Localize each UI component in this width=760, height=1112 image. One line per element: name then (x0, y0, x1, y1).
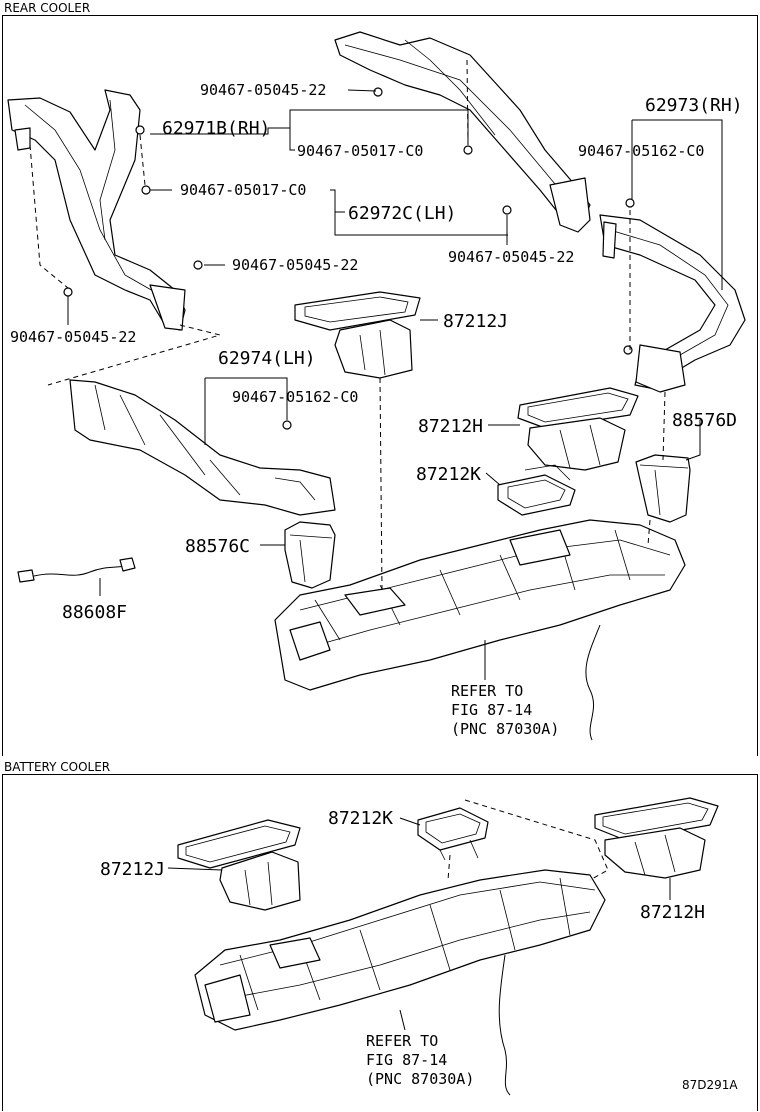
refer-top-line3: (PNC 87030A) (451, 720, 559, 738)
callout-bolt-90467-05045-22-top: 90467-05045-22 (200, 81, 326, 99)
alignment-lines-battery (447, 799, 609, 881)
callout-87212k-top: 87212K (416, 464, 481, 485)
part-87212h-bottom (594, 797, 719, 879)
part-87212j-top (294, 291, 421, 379)
leader-lines-rear (67, 89, 723, 680)
duct-62971b-rh (334, 31, 591, 233)
section-frame-battery-cooler (2, 774, 758, 1111)
callout-87212h-top: 87212H (418, 416, 483, 437)
callout-87212j-top: 87212J (443, 311, 508, 332)
callout-87212k-bottom: 87212K (328, 808, 393, 829)
refer-bottom-line1: REFER TO (366, 1032, 438, 1050)
section-label-battery-cooler: BATTERY COOLER (4, 760, 111, 774)
duct-62973-rh (599, 214, 746, 393)
part-87212j-bottom (177, 819, 301, 911)
part-88608f-wire (17, 557, 136, 583)
callout-88576d: 88576D (672, 410, 737, 431)
battery-cooler-unit-assembly (194, 869, 606, 1096)
duct-62974-lh (69, 379, 336, 516)
duct-62972c-lh (7, 89, 186, 331)
callout-62974-lh: 62974(LH) (218, 348, 316, 369)
alignment-lines-rear (29, 59, 666, 591)
part-88576c (284, 521, 336, 589)
callout-62973-rh: 62973(RH) (645, 95, 743, 116)
leader-lines-battery (167, 817, 671, 1031)
callout-87212h-bottom: 87212H (640, 902, 705, 923)
callout-88608f: 88608F (62, 602, 127, 623)
callout-62971b-rh: 62971B(RH) (162, 118, 270, 139)
figure-id: 87D291A (682, 1078, 738, 1092)
callout-87212j-bottom: 87212J (100, 859, 165, 880)
part-87212k-top (497, 464, 576, 516)
callout-bolt-90467-05045-22-left: 90467-05045-22 (10, 328, 136, 346)
callout-bolt-90467-05017-c0-rh: 90467-05017-C0 (297, 142, 423, 160)
section-label-rear-cooler: REAR COOLER (4, 1, 91, 15)
rear-cooler-unit-assembly (274, 519, 686, 741)
refer-top-line1: REFER TO (451, 682, 523, 700)
callout-bolt-90467-05045-22-mid: 90467-05045-22 (232, 256, 358, 274)
callout-bolt-90467-05162-c0-rh: 90467-05162-C0 (578, 142, 704, 160)
callout-bolt-90467-05162-c0-lh: 90467-05162-C0 (232, 388, 358, 406)
callout-bolt-90467-05045-22-right: 90467-05045-22 (448, 248, 574, 266)
part-87212h-top (517, 387, 639, 471)
callout-bolt-90467-05017-c0-lh: 90467-05017-C0 (180, 181, 306, 199)
refer-bottom-line3: (PNC 87030A) (366, 1070, 474, 1088)
section-frame-rear-cooler (2, 15, 758, 756)
part-87212k-bottom (417, 807, 489, 861)
part-88576d (635, 454, 691, 523)
callout-88576c: 88576C (185, 536, 250, 557)
callout-62972c-lh: 62972C(LH) (348, 203, 456, 224)
refer-bottom-line2: FIG 87-14 (366, 1051, 447, 1069)
refer-top-line2: FIG 87-14 (451, 701, 532, 719)
